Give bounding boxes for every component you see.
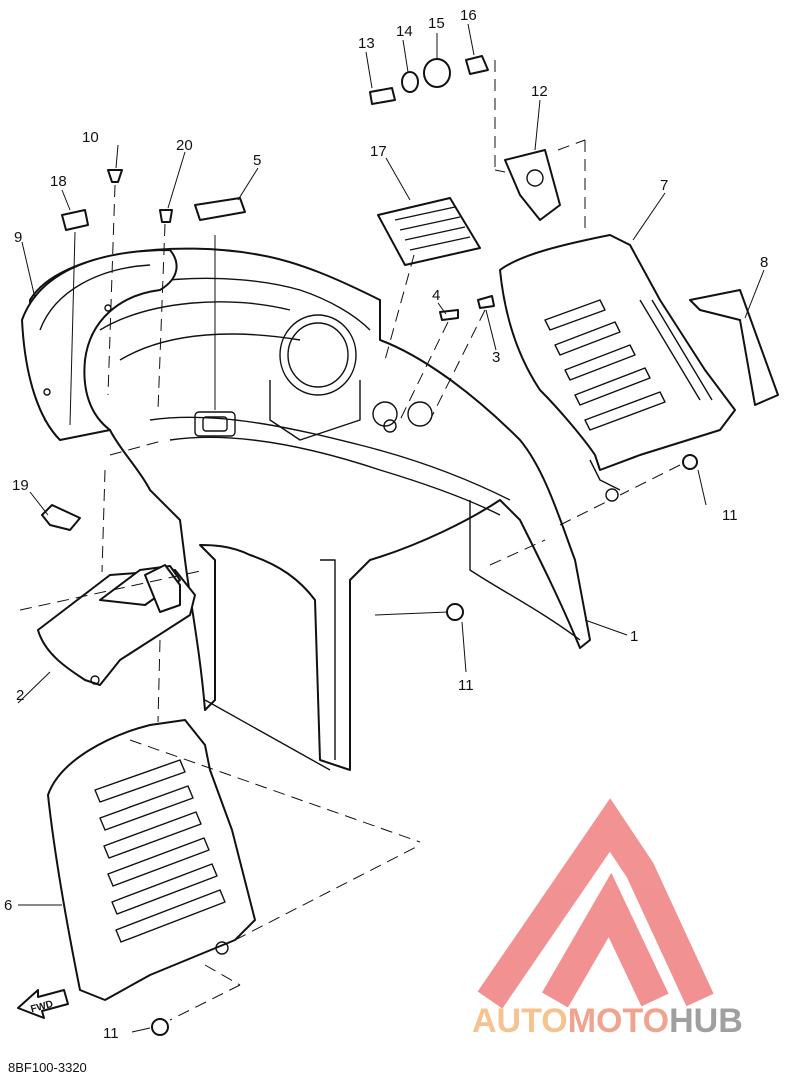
callout-labels: 13 14 15 16 12 7 8 4 3 5 17 10 20 18 9 1… (4, 7, 768, 1042)
callout-2: 2 (16, 687, 24, 704)
callout-5: 5 (253, 152, 261, 169)
callout-3: 3 (492, 349, 500, 366)
watermark-triangle-icon (477, 798, 714, 1009)
louvre-slats-right (544, 299, 713, 431)
callout-19: 19 (12, 477, 29, 494)
callout-4: 4 (432, 287, 440, 304)
lower-panel-part (37, 564, 196, 686)
right-louvre-panel-part (499, 234, 736, 502)
watermark-hub: HUB (669, 1002, 743, 1040)
callout-14: 14 (396, 23, 413, 40)
automotohub-logo: AUTOMOTOHUB (472, 798, 743, 1040)
callout-20: 20 (176, 137, 193, 154)
main-cowl-part (29, 247, 591, 771)
watermark-auto: AUTO (472, 1002, 568, 1040)
callout-1: 1 (630, 628, 638, 645)
callout-11-bottom: 11 (103, 1025, 119, 1042)
bracket-part-12 (504, 149, 561, 221)
callout-17: 17 (370, 143, 387, 160)
callout-12: 12 (531, 83, 548, 100)
pad-part-8 (689, 289, 779, 406)
callout-7: 7 (660, 177, 668, 194)
callout-16: 16 (460, 7, 477, 24)
louvre-slats (94, 759, 226, 943)
dashed-alignment-lines (19, 60, 681, 1021)
leader-lines (17, 23, 765, 1033)
callout-8: 8 (760, 254, 768, 271)
watermark-moto: MOTO (568, 1002, 669, 1040)
callout-13: 13 (358, 35, 375, 52)
fastener-parts (41, 55, 698, 1036)
callout-6: 6 (4, 897, 12, 914)
grille-part-17 (377, 197, 481, 266)
forward-arrow-icon: FWD (17, 989, 69, 1019)
callout-9: 9 (14, 229, 22, 246)
front-louvre-panel-part (47, 719, 256, 1001)
callout-18: 18 (50, 173, 67, 190)
part-code: 8BF100-3320 (8, 1060, 87, 1075)
callout-11-right: 11 (722, 507, 738, 524)
svg-text:AUTOMOTOHUB: AUTOMOTOHUB (472, 1002, 743, 1040)
callout-10: 10 (82, 129, 99, 146)
callout-15: 15 (428, 15, 445, 32)
callout-11-center: 11 (458, 677, 474, 694)
